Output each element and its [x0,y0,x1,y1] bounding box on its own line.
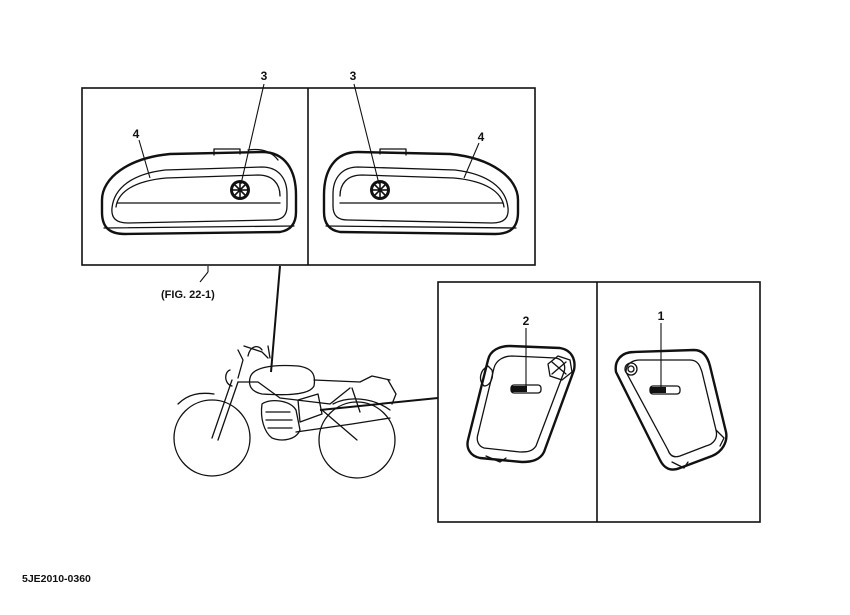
cover-left-tab [479,365,494,387]
callout-tank-right-stripe: 4 [478,130,485,144]
tank-right-seam [325,225,517,229]
cover-left-label-decal [510,384,542,394]
cover-left-hook [485,455,507,463]
cover-right-label-decal [649,385,681,395]
side-cover-panel: 2 1 [437,281,761,523]
pointer-to-cover-panel [319,397,439,411]
tank-decal-panel: 3 4 3 4 [81,69,536,266]
cover-right-grommet [624,362,638,376]
cover-right-inner [625,359,718,458]
lever [267,345,271,359]
callout-tank-right-emblem: 3 [350,69,357,83]
callout-cover-left-label: 2 [523,314,530,328]
tank-right-cap [379,148,407,156]
side-cover-left-view [466,344,576,464]
tank-right-emblem [370,180,390,200]
tank-left-seam [103,225,295,229]
seat [313,375,391,383]
handlebar [237,345,269,379]
tank-left-outline [100,150,298,236]
engine [260,399,301,441]
figure-reference-label: (FIG. 22-1) [161,289,215,301]
tank-right-stripe-inner [339,174,505,208]
cover-right-hook [671,461,689,469]
cover-right-tab [715,429,725,447]
side-cover-right-view [614,348,728,471]
engine-fins [265,411,293,429]
swingarm [321,387,361,441]
callout-cover-right-label: 1 [658,309,665,323]
diagram-part-number: 5JE2010-0360 [22,573,91,585]
tank-left-stripe-inner [115,174,281,208]
cover-panel-frame [437,281,761,523]
front-fender [177,392,215,405]
pointer-to-tank-panel [270,265,281,373]
main-frame [237,381,351,405]
callout-tank-left-emblem: 3 [261,69,268,83]
tank-right-outline [322,150,520,236]
front-fork [211,379,239,441]
tank-left-mount [247,148,279,161]
figref-leader-bottom [199,271,209,283]
motorcycle-illustration [173,345,397,479]
cover-right-outline [614,348,728,471]
leader-tank-right-emblem [353,83,380,185]
fuel-tank [248,364,316,396]
cover-right-grommet-inner [627,365,635,373]
rear-fender [332,398,391,411]
headlight [225,369,233,387]
fuel-tank-right-view [322,148,520,236]
leader-tank-left-emblem [240,83,265,185]
mirror [247,345,263,357]
front-wheel [173,399,251,477]
tank-left-cap [213,148,241,156]
side-cover [297,393,323,423]
cover-left-outline [466,344,576,464]
tank-right-stripe [332,166,509,224]
tank-left-emblem [230,180,250,200]
cover-left-fastener [547,355,573,381]
fuel-tank-left-view [100,148,298,236]
leader-tank-left-stripe [138,139,151,179]
leader-tank-right-stripe [463,142,480,179]
tank-left-stripe [111,166,288,224]
callout-tank-left-stripe: 4 [133,127,140,141]
cover-left-inner [476,355,566,453]
exhaust-pipe [295,417,391,433]
tail-section [387,379,397,405]
